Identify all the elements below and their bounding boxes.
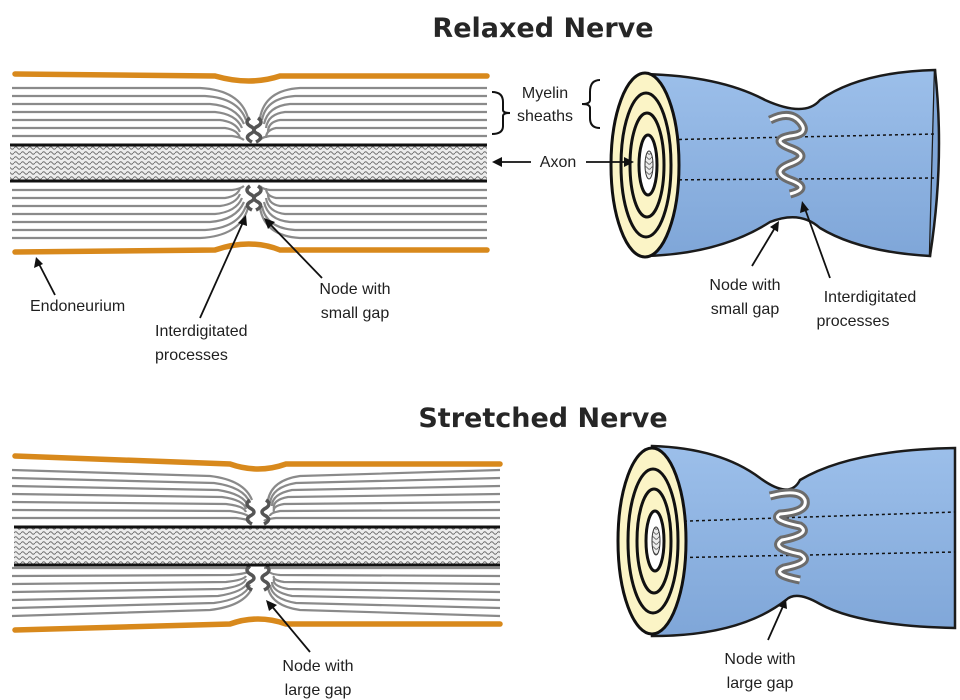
svg-text:Node with: Node with xyxy=(709,277,780,294)
axon-relaxed xyxy=(10,145,487,181)
svg-text:small gap: small gap xyxy=(711,301,780,318)
svg-text:sheaths: sheaths xyxy=(517,108,573,125)
svg-text:Axon: Axon xyxy=(540,154,576,171)
svg-text:Interdigitated: Interdigitated xyxy=(155,323,248,340)
myelin-lamellae-bottom-right-stretched xyxy=(264,568,500,616)
svg-text:large gap: large gap xyxy=(727,675,794,692)
myelin-brace-left xyxy=(492,92,510,134)
endoneurium-bottom xyxy=(15,244,487,252)
svg-text:small gap: small gap xyxy=(321,305,390,322)
myelin-rings-stretched xyxy=(618,448,686,634)
svg-text:Node with: Node with xyxy=(319,281,390,298)
myelin-lamellae-top-right xyxy=(260,88,487,140)
svg-text:large gap: large gap xyxy=(285,682,352,699)
node-large-gap-label-left: Node with large gap xyxy=(266,600,354,699)
endoneurium-label: Endoneurium xyxy=(30,257,125,315)
svg-text:Node with: Node with xyxy=(724,651,795,668)
endoneurium-top-stretched xyxy=(15,456,500,469)
myelin-rings-relaxed xyxy=(611,73,679,257)
stretched-longitudinal-section xyxy=(12,456,500,630)
myelin-lamellae-bottom-left-stretched xyxy=(12,568,252,616)
myelin-lamellae-bottom-right xyxy=(260,186,487,238)
svg-text:Myelin: Myelin xyxy=(522,85,568,102)
myelin-lamellae-top-right-stretched xyxy=(264,470,500,521)
stretched-title: Stretched Nerve xyxy=(418,403,667,434)
myelin-lamellae-top-left-stretched xyxy=(12,470,252,521)
svg-text:processes: processes xyxy=(155,347,228,364)
myelin-brace-right xyxy=(582,80,600,128)
svg-text:Interdigitated: Interdigitated xyxy=(824,289,917,306)
relaxed-title: Relaxed Nerve xyxy=(432,13,653,44)
myelin-sheaths-label: Myelin sheaths xyxy=(492,80,600,134)
endoneurium-bottom-stretched xyxy=(15,619,500,630)
nerve-tube-stretched xyxy=(652,446,955,636)
myelin-lamellae-top-left xyxy=(12,88,248,140)
relaxed-longitudinal-section xyxy=(10,74,487,252)
svg-text:processes: processes xyxy=(817,313,890,330)
svg-text:Endoneurium: Endoneurium xyxy=(30,298,125,315)
axon-stretched xyxy=(14,528,500,564)
myelin-lamellae-bottom-left xyxy=(12,186,248,238)
endoneurium-top xyxy=(15,74,487,81)
svg-text:Node with: Node with xyxy=(282,658,353,675)
node-small-gap-label-left: Node with small gap xyxy=(264,218,391,322)
